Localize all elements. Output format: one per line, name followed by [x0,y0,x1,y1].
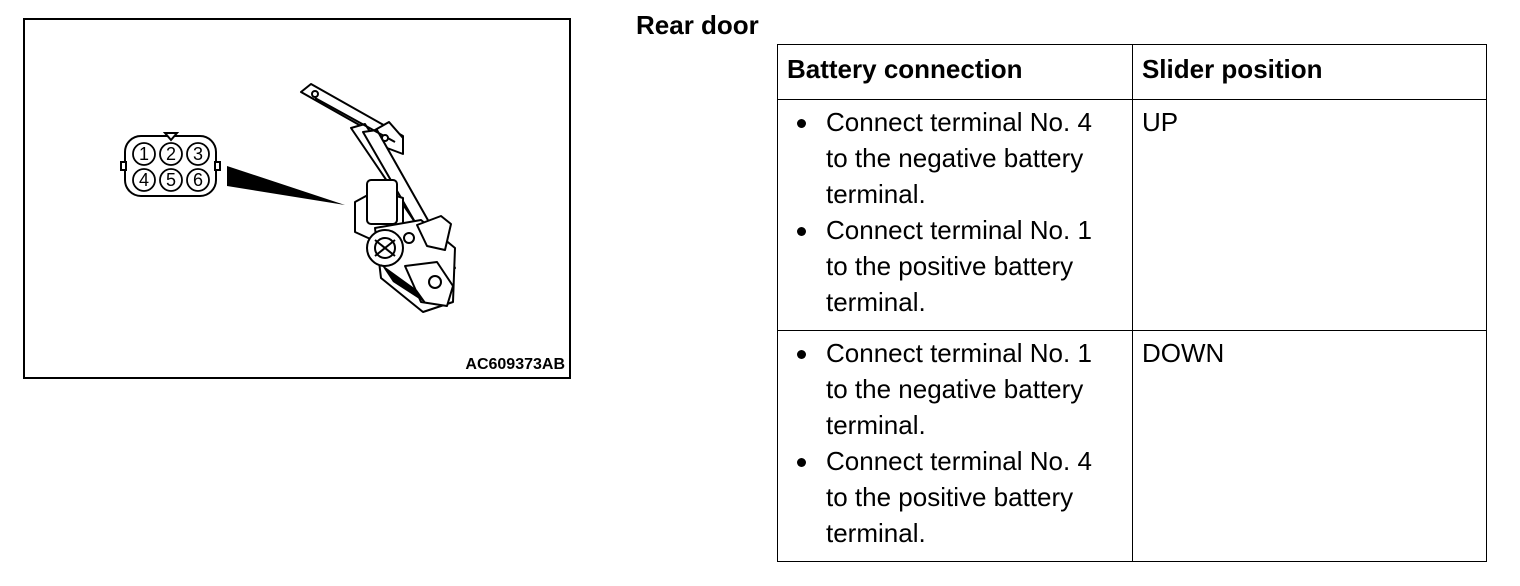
slider-position-cell: UP [1131,99,1488,331]
pin-label-3: 3 [193,144,203,164]
list-item: Connect terminal No. 1 to the positive b… [786,212,1116,320]
header-battery-connection: Battery connection [777,44,1133,100]
pin-label-2: 2 [166,144,176,164]
table-row: Connect terminal No. 4 to the negative b… [777,99,1488,331]
pin-label-5: 5 [166,170,176,190]
list-item: Connect terminal No. 4 to the positive b… [786,443,1116,551]
window-regulator-figure: 1 2 3 4 5 6 [23,18,571,379]
list-item: Connect terminal No. 1 to the negative b… [786,335,1116,443]
table-row: Connect terminal No. 1 to the negative b… [777,330,1488,562]
battery-connection-cell: Connect terminal No. 4 to the negative b… [777,99,1133,331]
pin-label-4: 4 [139,170,149,190]
battery-connection-table: Battery connection Slider position Conne… [777,44,1488,562]
pin-6-circle [186,168,210,192]
pin-3-circle [186,142,210,166]
motor-shading [381,264,427,304]
header-slider-position: Slider position [1131,44,1488,100]
connector-pins [132,142,210,192]
pin-1-circle [132,142,156,166]
pin-5-circle [159,168,183,192]
slider-position-cell: DOWN [1131,330,1488,562]
connection-steps-list: Connect terminal No. 1 to the negative b… [786,335,1124,551]
section-title: Rear door [636,10,759,40]
pointer-wedge [227,166,345,205]
motor-assembly [354,179,456,313]
table-header-row: Battery connection Slider position [777,44,1488,100]
regulator-motor-illustration: 1 2 3 4 5 6 [120,83,456,313]
pin-label-1: 1 [139,144,149,164]
list-item: Connect terminal No. 4 to the negative b… [786,104,1116,212]
pin-label-6: 6 [193,170,203,190]
pin-4-circle [132,168,156,192]
battery-connection-cell: Connect terminal No. 1 to the negative b… [777,330,1133,562]
pin-2-circle [159,142,183,166]
connection-steps-list: Connect terminal No. 4 to the negative b… [786,104,1124,320]
figure-code: AC609373AB [465,356,565,373]
